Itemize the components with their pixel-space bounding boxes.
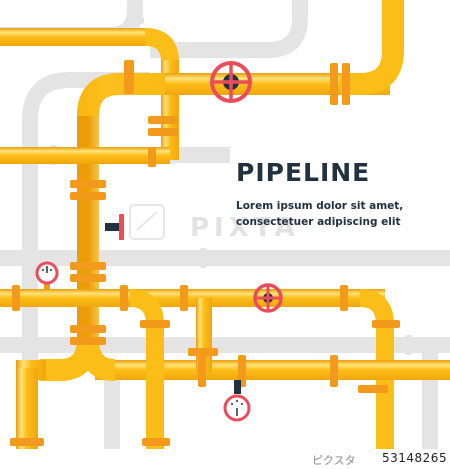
pressure-gauge-icon bbox=[223, 380, 251, 422]
subtitle-line-2: consectetuer adipiscing elit bbox=[236, 216, 401, 228]
stock-logo: ピクスタ bbox=[312, 454, 356, 467]
gray-pipe-left-column bbox=[22, 72, 150, 460]
subtitle-line-1: Lorem ipsum dolor sit amet, bbox=[236, 200, 404, 212]
pipe-flanges bbox=[10, 60, 400, 446]
page-title: PIPELINE bbox=[236, 158, 371, 187]
stock-footer bbox=[0, 449, 450, 469]
stock-id: 53148265 bbox=[382, 451, 448, 465]
pipe-bottom-horizontal bbox=[95, 360, 450, 380]
pipe-elbow-top bbox=[144, 28, 179, 63]
gray-pipe-upper-right bbox=[150, 0, 308, 58]
pipe-top-left bbox=[0, 28, 145, 46]
valve-lever-icon bbox=[105, 214, 124, 240]
pipe-lower-horizontal bbox=[0, 289, 385, 307]
pressure-gauge-icon bbox=[35, 261, 59, 290]
pipe-mid-left bbox=[0, 147, 170, 164]
watermark-logo bbox=[129, 204, 165, 240]
pipe-upper-right-elbow bbox=[340, 0, 404, 95]
watermark-text: PIXTA bbox=[190, 213, 300, 243]
valve-wheel-icon bbox=[253, 283, 283, 313]
pipe-bottom-left-vertical bbox=[16, 368, 38, 460]
valve-wheel-icon bbox=[210, 61, 252, 103]
